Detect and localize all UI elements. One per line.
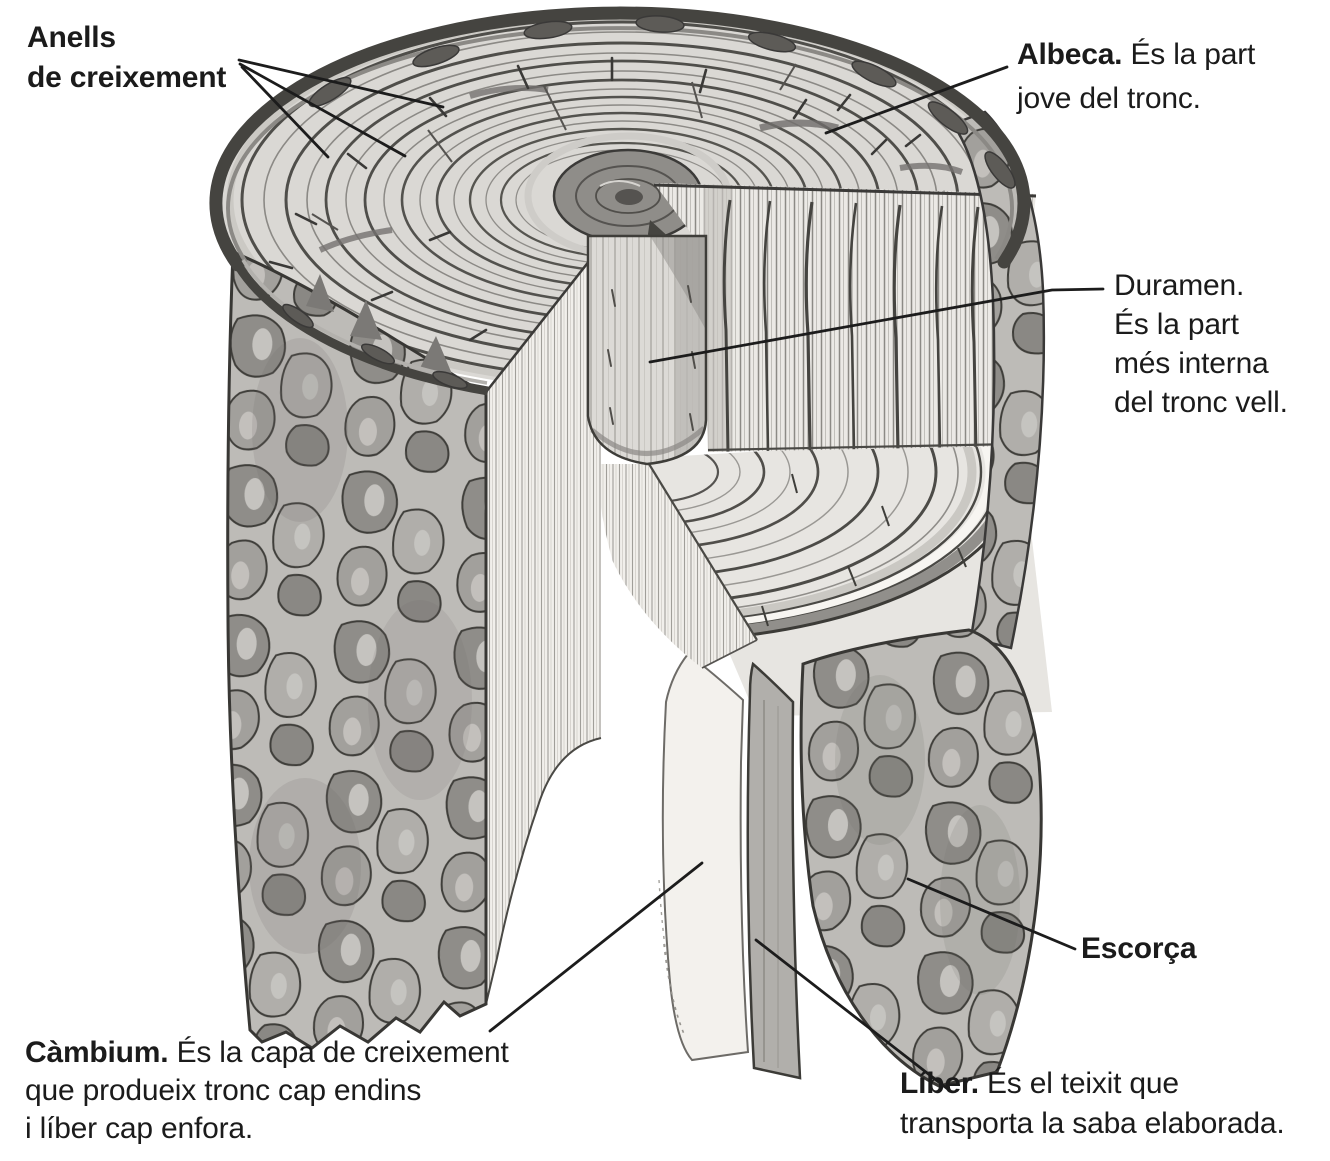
radial-cracks	[311, 63, 797, 231]
label-cambium: Càmbium. És la capa de creixement que pr…	[25, 1034, 509, 1148]
label-liber: Líber. És el teixit que transporta la sa…	[900, 1064, 1285, 1144]
cambium-line-1: Càmbium. És la capa de creixement	[25, 1034, 509, 1072]
leader-anells-2	[238, 62, 407, 158]
leader-lines	[237, 58, 1105, 1092]
escorca-term: Escorça	[1081, 932, 1197, 965]
label-duramen: Duramen. És la part més interna del tron…	[1114, 266, 1288, 422]
duramen-line-1: Duramen.	[1114, 269, 1245, 302]
label-anells-de-creixement: Anells de creixement	[27, 18, 226, 98]
leader-cambium	[488, 861, 704, 1033]
label-escorca: Escorça	[1081, 929, 1197, 969]
cambium-term: Càmbium.	[25, 1036, 169, 1069]
label-albeca: Albeca. És la part jove del tronc.	[1017, 33, 1255, 121]
duramen-line-2: És la part	[1114, 308, 1239, 341]
albeca-line-2: jove del tronc.	[1017, 82, 1201, 115]
liber-line-2: transporta la saba elaborada.	[900, 1107, 1285, 1140]
cambium-sheet	[661, 652, 750, 1062]
cambium-line-3: i líber cap enfora.	[25, 1112, 253, 1145]
albeca-term: Albeca.	[1017, 38, 1123, 71]
anells-line-2: de creixement	[27, 61, 227, 94]
cambium-rest: És la capa de creixement	[176, 1036, 509, 1069]
leader-duramen	[648, 287, 1105, 364]
ring-knots	[318, 85, 964, 253]
leader-anells-3	[240, 65, 330, 159]
right-cut-face	[653, 183, 1037, 452]
duramen-column	[586, 234, 708, 466]
duramen-line-3: més interna	[1114, 347, 1269, 380]
step-ring-ticks	[761, 473, 967, 627]
leader-liber	[754, 938, 951, 1092]
albeca-line-1: Albeca. És la part	[1017, 33, 1255, 77]
bark-rim	[209, 6, 1031, 396]
liber-sheet	[746, 661, 802, 1080]
liber-term: Líber.	[900, 1067, 979, 1100]
duramen-line-4: del tronc vell.	[1114, 386, 1288, 419]
bark-left	[226, 249, 488, 1050]
albeca-rest: És la part	[1130, 38, 1256, 71]
anells-line-1: Anells	[27, 21, 116, 54]
cambium-line-2: que produeix tronc cap endins	[25, 1074, 422, 1107]
leader-anells-1	[237, 58, 445, 109]
peeled-layers	[658, 652, 802, 1080]
leader-albeca	[824, 65, 1009, 135]
bark-bottom-right	[799, 628, 1043, 1088]
leader-escorca	[906, 877, 1077, 951]
liber-line-1: Líber. És el teixit que	[900, 1064, 1284, 1104]
liber-rest: És el teixit que	[986, 1067, 1179, 1100]
